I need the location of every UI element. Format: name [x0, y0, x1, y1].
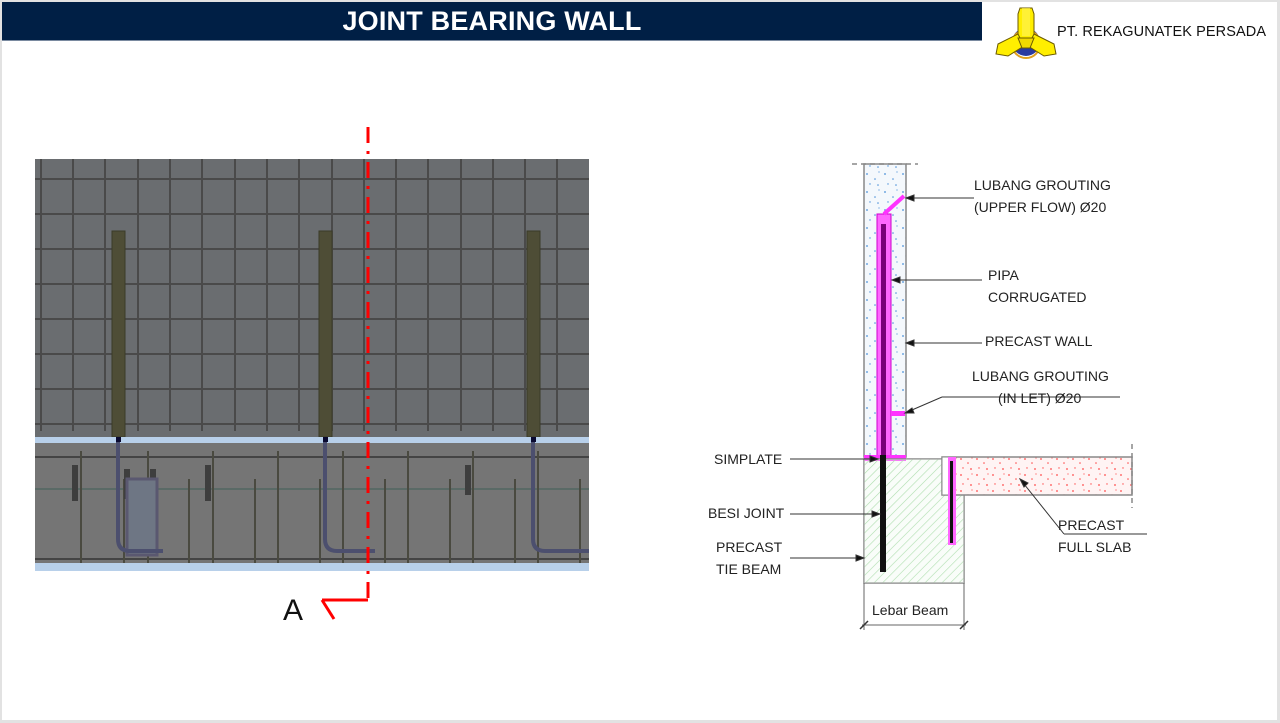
label-lebar-beam: Lebar Beam [872, 602, 949, 618]
wall-joint-3d-render [35, 159, 589, 571]
label-lubang-inlet-1: LUBANG GROUTING [972, 368, 1109, 384]
label-pipa-2: CORRUGATED [988, 289, 1087, 305]
company-name: PT. REKAGUNATEK PERSADA [1057, 24, 1267, 40]
label-tie-beam-1: PRECAST [716, 539, 783, 555]
company-logo [992, 4, 1280, 62]
yellow-tripod-logo-icon [995, 7, 1057, 59]
label-pipa-1: PIPA [988, 267, 1019, 283]
label-tie-beam-2: TIE BEAM [716, 561, 782, 577]
label-simplate: SIMPLATE [714, 451, 783, 467]
page-title: JOINT BEARING WALL [342, 5, 642, 36]
label-full-slab-2: FULL SLAB [1058, 539, 1132, 555]
section-cut-line [320, 127, 370, 620]
label-full-slab-1: PRECAST [1058, 517, 1125, 533]
label-precast-wall: PRECAST WALL [985, 333, 1093, 349]
label-lubang-inlet-2: (IN LET) Ø20 [998, 390, 1082, 406]
title-bar: JOINT BEARING WALL [2, 2, 982, 41]
label-lubang-upper-1: LUBANG GROUTING [974, 177, 1111, 193]
label-besi-joint: BESI JOINT [708, 505, 785, 521]
section-detail-drawing [790, 163, 1147, 630]
section-marker-label: A [283, 594, 304, 627]
label-lubang-upper-2: (UPPER FLOW) Ø20 [974, 199, 1107, 215]
